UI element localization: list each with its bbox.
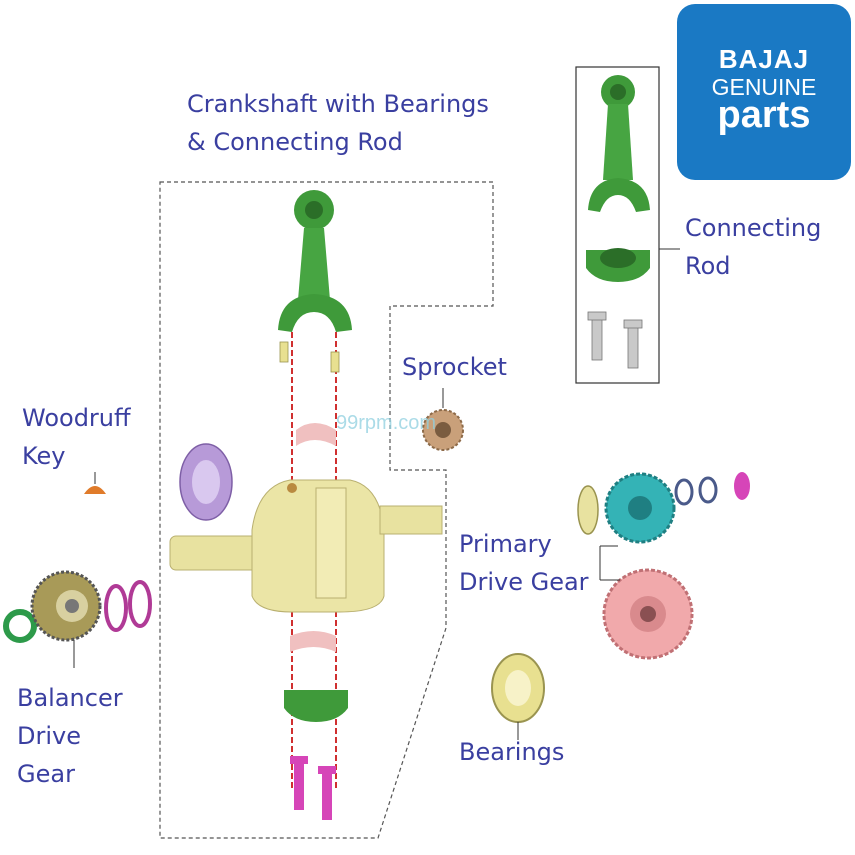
watermark: 99rpm.com — [336, 412, 437, 434]
dowel-pin-left — [279, 341, 289, 363]
label-crankshaft-line1: Crankshaft with Bearings — [187, 90, 489, 118]
label-balancer-line3: Gear — [17, 760, 75, 788]
inset-rod-cap — [586, 248, 650, 282]
logo-brand: BAJAJ — [718, 44, 810, 74]
logo-parts: parts — [717, 94, 811, 136]
right-bearing — [491, 653, 545, 723]
label-balancer-line2: Drive — [17, 722, 81, 750]
woodruff-key — [84, 486, 106, 494]
label-crankshaft-line2: & Connecting Rod — [187, 128, 403, 156]
primary-drive-gear — [577, 472, 750, 660]
upper-bearing-shell — [296, 423, 336, 446]
label-connecting-rod: Connecting Rod — [685, 209, 821, 285]
label-woodruff-line2: Key — [22, 442, 66, 470]
dowel-pin-right — [330, 351, 340, 373]
label-crankshaft: Crankshaft with Bearings & Connecting Ro… — [187, 85, 489, 161]
logo-genuine: GENUINE — [711, 74, 817, 100]
label-primary-drive-gear: Primary Drive Gear — [459, 525, 589, 601]
main-connecting-rod — [278, 190, 352, 332]
label-primary-line2: Drive Gear — [459, 568, 589, 596]
label-connecting-rod-line1: Connecting — [685, 214, 822, 242]
left-main-bearing — [179, 443, 233, 521]
sprocket — [422, 409, 464, 451]
label-balancer-drive-gear: Balancer Drive Gear — [17, 679, 123, 793]
inset-rod-bolts — [587, 311, 643, 369]
label-connecting-rod-line2: Rod — [685, 252, 731, 280]
rod-cap-bolts — [290, 756, 336, 820]
label-sprocket: Sprocket — [402, 353, 507, 381]
label-woodruff-key: Woodruff Key — [22, 399, 131, 475]
label-bearings: Bearings — [459, 738, 565, 766]
label-woodruff-line1: Woodruff — [22, 404, 131, 432]
crankshaft-dashed-outline — [159, 181, 494, 839]
bajaj-genuine-parts-logo: BAJAJ GENUINE parts — [677, 4, 851, 180]
connecting-rod-inset-box — [575, 66, 660, 384]
lower-bearing-shell — [290, 631, 336, 652]
primary-gear-leader — [599, 545, 620, 581]
balancer-drive-gear — [3, 570, 152, 643]
lower-rod-cap — [284, 690, 348, 722]
label-balancer-line1: Balancer — [17, 684, 123, 712]
crankshaft — [169, 479, 443, 613]
inset-connecting-rod — [588, 75, 650, 212]
label-primary-line1: Primary — [459, 530, 552, 558]
